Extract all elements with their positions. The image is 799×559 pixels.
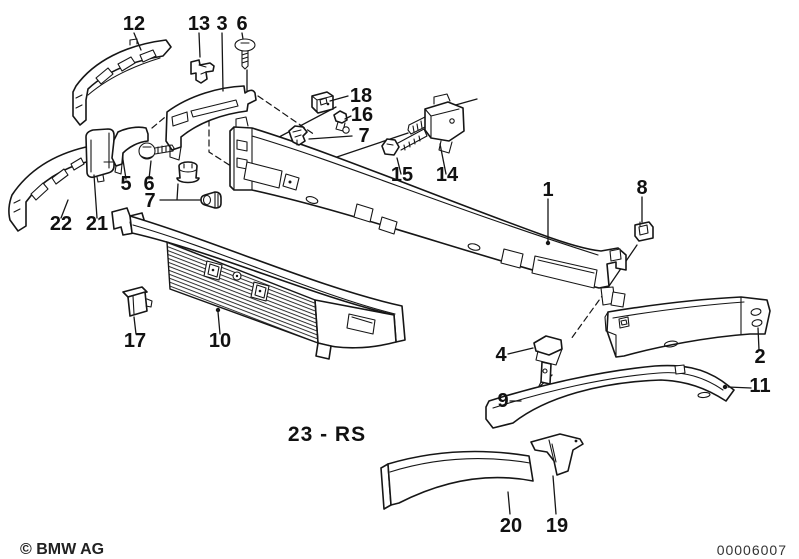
callout-13: 13 [188, 13, 210, 35]
callout-22: 22 [50, 213, 72, 235]
leader-lines [60, 32, 760, 515]
part-17-drawing [122, 286, 153, 317]
part-16-drawing [333, 110, 350, 134]
callout-1: 1 [542, 179, 553, 201]
part-10-drawing [111, 207, 406, 360]
part-6-left-screw-drawing [138, 142, 175, 160]
callout-19: 19 [546, 515, 568, 537]
part-1-drawing [229, 116, 627, 308]
part-22-drawing [8, 146, 92, 232]
callout-12: 12 [123, 13, 145, 35]
callout-14: 14 [436, 164, 459, 186]
callout-3: 3 [216, 13, 227, 35]
part-7-grommet-drawing [200, 191, 222, 209]
callout-4: 4 [495, 344, 507, 366]
drawing-number: 00006007 [717, 542, 787, 558]
callout-15: 15 [391, 164, 413, 186]
part-20-drawing [380, 450, 534, 510]
callout-6-left: 6 [143, 173, 154, 195]
callout-2: 2 [754, 346, 765, 368]
part-15-bolt-drawing [381, 128, 428, 156]
callout-20: 20 [500, 515, 522, 537]
part-12-drawing [72, 38, 172, 126]
part-18-drawing [311, 91, 334, 114]
callout-10: 10 [209, 330, 231, 352]
part-13-drawing [190, 59, 215, 84]
part-6-upper-screw-drawing [234, 38, 256, 70]
part-19-drawing [530, 433, 584, 476]
part-21-drawing [85, 128, 115, 183]
part-7-rivet-drawing [288, 125, 308, 146]
callout-18: 18 [350, 85, 372, 107]
part-7-nut-drawing [176, 161, 200, 184]
callout-16: 16 [351, 104, 373, 126]
callout-9: 9 [497, 390, 508, 412]
callout-7-left: 7 [144, 190, 155, 212]
part-14-drawing [407, 93, 465, 154]
copyright-text: © BMW AG [20, 541, 104, 558]
callout-7-right: 7 [358, 125, 369, 147]
callout-17: 17 [124, 330, 146, 352]
callout-11: 11 [749, 375, 770, 397]
part-3-drawing [165, 85, 257, 161]
callout-8: 8 [636, 177, 647, 199]
callout-5: 5 [120, 173, 131, 195]
part-5-drawing [111, 126, 149, 175]
variant-label: 23 - RS [288, 423, 366, 446]
callout-6-upper: 6 [236, 13, 247, 35]
callout-21: 21 [86, 213, 108, 235]
part-8-drawing [634, 221, 654, 242]
part-11-drawing [485, 364, 735, 429]
part-2-drawing [604, 296, 771, 358]
